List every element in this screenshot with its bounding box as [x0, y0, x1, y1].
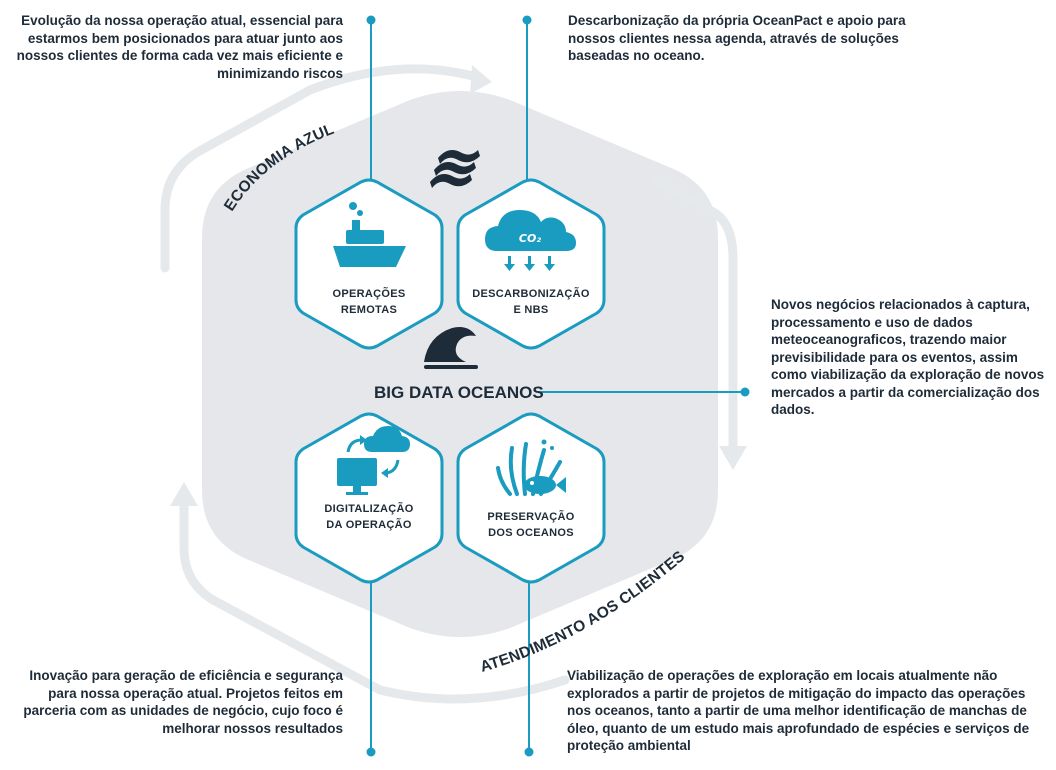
connector-dot	[524, 747, 534, 757]
arrowhead-top	[470, 65, 492, 94]
ship-icon	[333, 202, 406, 267]
connector-dot	[366, 15, 376, 25]
description-middle-right: Novos negócios relacionados à captura, p…	[771, 297, 1045, 417]
connector-dots	[366, 15, 750, 757]
cloud-co2-icon: CO₂	[485, 210, 576, 271]
computer-cloud-icon	[337, 426, 410, 495]
hexagon-descarbonizacao: CO₂ DESCARBONIZAÇÃO E NBS	[456, 178, 606, 350]
hex-label-line1: DESCARBONIZAÇÃO	[472, 287, 590, 300]
description-bottom-left: Inovação para geração de eficiência e se…	[23, 668, 343, 736]
hex-label-line2: E NBS	[513, 304, 548, 316]
arrow-right-arc	[650, 175, 738, 455]
connector-dot	[366, 747, 376, 757]
hex-label-line2: DA OPERAÇÃO	[326, 518, 412, 531]
hexagon-preservacao: PRESERVAÇÃO DOS OCEANOS	[456, 412, 606, 584]
connector-lines	[370, 22, 744, 750]
hexagon-shape	[456, 412, 606, 584]
hex-label-line1: OPERAÇÕES	[333, 287, 406, 300]
hexagon-digitalizacao: DIGITALIZAÇÃO DA OPERAÇÃO	[294, 412, 444, 584]
description-top-right: Descarbonização da própria OceanPact e a…	[568, 13, 906, 63]
logo-icon	[430, 150, 480, 188]
arrow-bottom-arc	[179, 495, 570, 704]
hex-label-line1: DIGITALIZAÇÃO	[324, 502, 413, 515]
coral-fish-icon	[496, 439, 566, 496]
center-title: BIG DATA OCEANOS	[374, 383, 544, 402]
description-top-left: Evolução da nossa operação atual, essenc…	[16, 13, 343, 81]
hex-label-line1: PRESERVAÇÃO	[487, 510, 574, 523]
arrowhead-left	[170, 482, 198, 506]
wave-icon	[424, 327, 478, 369]
co2-label: CO₂	[519, 232, 541, 245]
description-bottom-right: Viabilização de operações de exploração …	[567, 668, 1030, 753]
connector-dot	[740, 387, 750, 397]
hex-label-line2: REMOTAS	[341, 304, 397, 316]
hex-label-line2: DOS OCEANOS	[488, 527, 574, 539]
hexagon-shape	[294, 412, 444, 584]
cycle-arrows	[160, 64, 738, 704]
arrow-top-arc	[160, 64, 485, 273]
arrowhead-right	[719, 446, 747, 470]
connector-dot	[522, 15, 532, 25]
hexagon-operacoes-remotas: OPERAÇÕES REMOTAS	[294, 178, 444, 350]
